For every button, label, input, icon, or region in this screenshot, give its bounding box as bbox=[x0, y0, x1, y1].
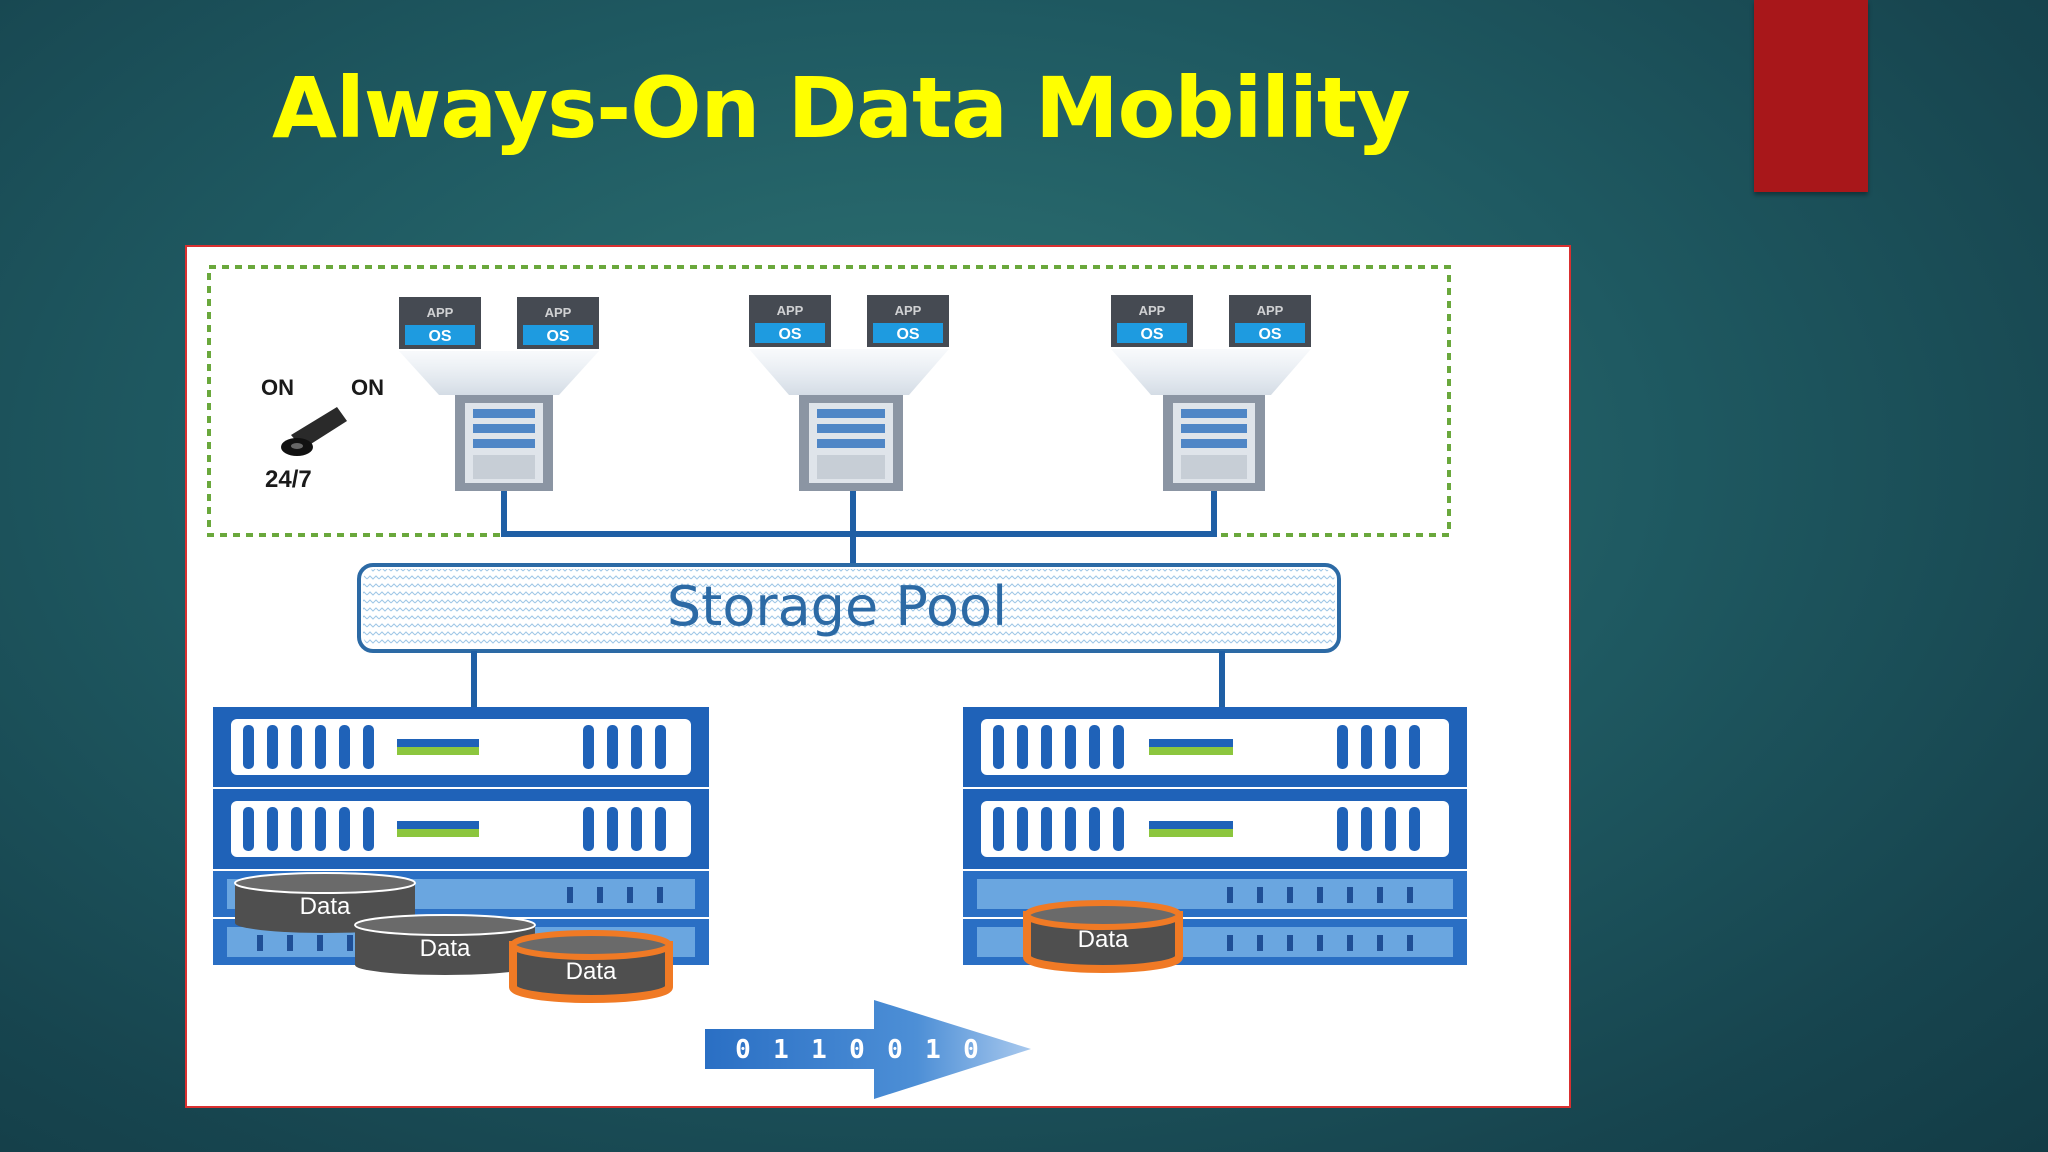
vm-app-label: APP bbox=[1139, 303, 1166, 318]
diagram-frame: ON ON 24/7 APP OS APP OS bbox=[185, 245, 1571, 1108]
vm-app-label: APP bbox=[1257, 303, 1284, 318]
vm-1a: APP OS bbox=[399, 297, 481, 349]
vm-3b: APP OS bbox=[1229, 295, 1311, 347]
vm-2a: APP OS bbox=[749, 295, 831, 347]
migration-arrow: 0 1 1 0 0 1 0 bbox=[705, 1000, 1031, 1099]
vm-os-label: OS bbox=[1140, 326, 1163, 343]
bit-stream: 0 1 1 0 0 1 0 bbox=[735, 1035, 979, 1065]
projection-beam bbox=[749, 349, 949, 395]
vm-1b: APP OS bbox=[517, 297, 599, 349]
vm-2b: APP OS bbox=[867, 295, 949, 347]
vm-os-label: OS bbox=[1258, 326, 1281, 343]
host-2: APP OS APP OS bbox=[749, 295, 949, 491]
data-disk-label: Data bbox=[300, 893, 351, 920]
data-disk-label: Data bbox=[566, 958, 617, 985]
data-disk-3-migrating: Data bbox=[509, 930, 673, 1003]
server-2-icon bbox=[799, 395, 903, 491]
accent-bar bbox=[1754, 0, 1868, 192]
bit-digit: 1 bbox=[773, 1035, 789, 1065]
bit-digit: 0 bbox=[887, 1035, 903, 1065]
vm-app-label: APP bbox=[427, 305, 454, 320]
server-3-icon bbox=[1163, 395, 1265, 491]
vm-app-label: APP bbox=[777, 303, 804, 318]
bit-digit: 0 bbox=[849, 1035, 865, 1065]
host-3: APP OS APP OS bbox=[1111, 295, 1311, 491]
vm-3a: APP OS bbox=[1111, 295, 1193, 347]
always-on-switch: ON ON 24/7 bbox=[261, 375, 384, 493]
vm-app-label: APP bbox=[895, 303, 922, 318]
host-1: APP OS APP OS bbox=[399, 297, 599, 491]
pool-array-lines bbox=[471, 651, 1225, 707]
vm-os-label: OS bbox=[546, 328, 569, 345]
storage-pool-label: Storage Pool bbox=[667, 575, 1007, 638]
projection-beam bbox=[399, 351, 599, 395]
data-disk-4-migrated: Data bbox=[1023, 900, 1183, 973]
storage-array-right bbox=[963, 707, 1467, 965]
vm-os-label: OS bbox=[428, 328, 451, 345]
bit-digit: 0 bbox=[963, 1035, 979, 1065]
vm-os-label: OS bbox=[896, 326, 919, 343]
projection-beam bbox=[1111, 349, 1311, 395]
bit-digit: 1 bbox=[811, 1035, 827, 1065]
vm-os-label: OS bbox=[778, 326, 801, 343]
switch-on-left-label: ON bbox=[261, 375, 294, 400]
switch-caption: 24/7 bbox=[265, 466, 312, 493]
switch-on-right-label: ON bbox=[351, 375, 384, 400]
storage-pool: Storage Pool bbox=[357, 563, 1341, 653]
host-network-lines bbox=[501, 491, 1217, 565]
data-disk-label: Data bbox=[1078, 926, 1129, 953]
toggle-switch-icon bbox=[281, 407, 347, 456]
bit-digit: 1 bbox=[925, 1035, 941, 1065]
data-disk-2: Data bbox=[354, 914, 536, 975]
data-mobility-diagram: ON ON 24/7 APP OS APP OS bbox=[207, 265, 1467, 1099]
data-disk-1: Data bbox=[234, 872, 416, 933]
slide-title: Always-On Data Mobility bbox=[272, 59, 1411, 157]
data-disk-label: Data bbox=[420, 935, 471, 962]
bit-digit: 0 bbox=[735, 1035, 751, 1065]
vm-app-label: APP bbox=[545, 305, 572, 320]
server-1-icon bbox=[455, 395, 553, 491]
